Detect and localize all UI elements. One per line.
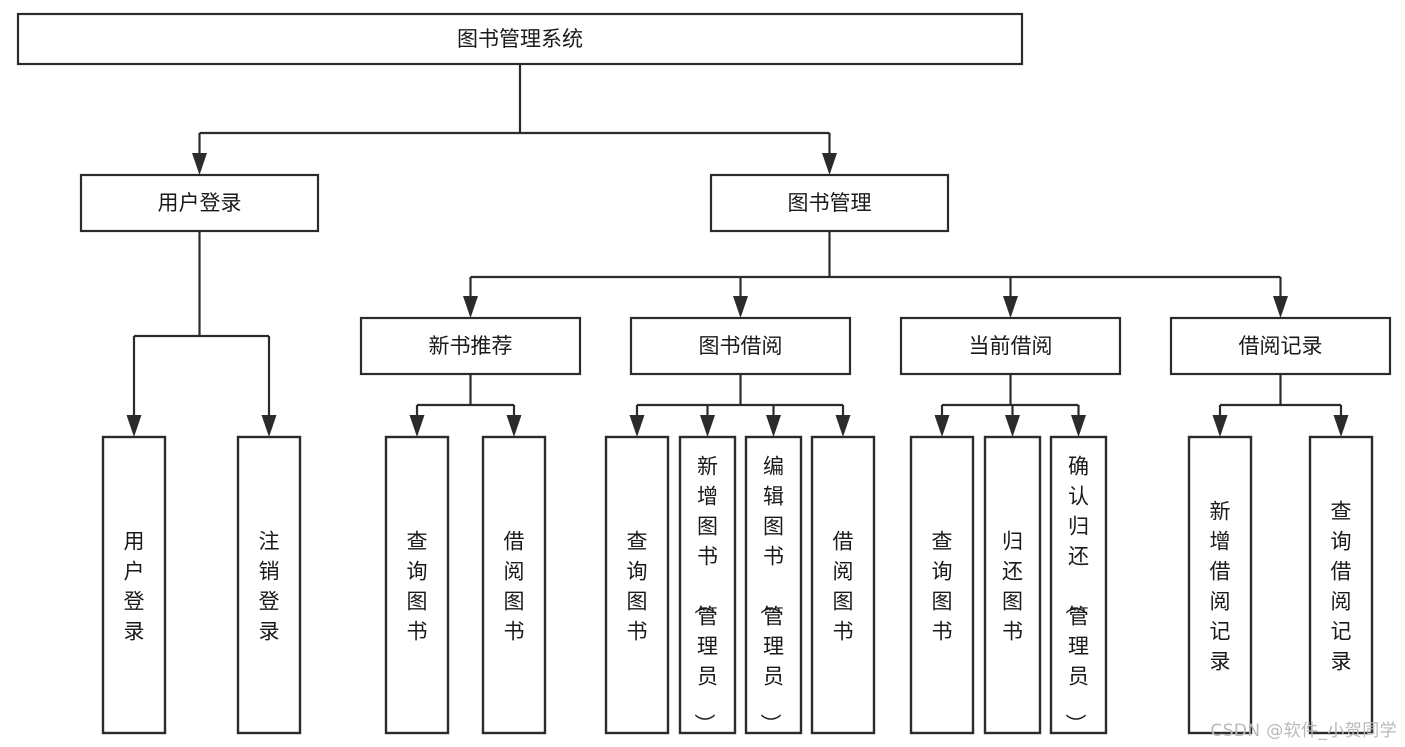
leaf-node-1-box[interactable] <box>236 435 302 735</box>
connector-lines <box>126 64 1349 437</box>
level2-node-2-box[interactable] <box>899 316 1122 376</box>
node-boxes: 图书管理系统用户登录图书管理新书推荐图书借阅当前借阅借阅记录用户登录注销登录查询… <box>16 12 1392 735</box>
leaf-node-10-box[interactable] <box>1049 435 1108 735</box>
leaf-node-5-box[interactable] <box>678 435 737 735</box>
level2-node-3-box[interactable] <box>1169 316 1392 376</box>
level1-node-0-box[interactable] <box>79 173 320 233</box>
level2-node-3-label: 借阅记录 <box>1239 334 1323 358</box>
arrow-head-icon <box>261 415 277 437</box>
arrow-head-icon <box>1071 415 1086 437</box>
arrow-head-icon <box>733 296 748 318</box>
level1-node-0-label: 用户登录 <box>158 191 242 215</box>
leaf-node-1-label: 注销登录 <box>259 529 280 643</box>
leaf-node-7-box[interactable] <box>810 435 876 735</box>
arrow-head-icon <box>1003 296 1018 318</box>
leaf-node-4-box[interactable] <box>604 435 670 735</box>
leaf-node-9-box[interactable] <box>983 435 1042 735</box>
leaf-node-2-label: 查询图书 <box>407 529 428 643</box>
level2-node-1-box[interactable] <box>629 316 852 376</box>
leaf-node-9-label: 归还图书 <box>1002 529 1023 643</box>
arrow-head-icon <box>835 415 851 437</box>
arrow-head-icon <box>192 153 207 175</box>
arrow-head-icon <box>700 415 715 437</box>
leaf-node-6-label: 编辑图书（管理员） <box>758 454 784 734</box>
level2-node-0-box[interactable] <box>359 316 582 376</box>
level1-node-1-box[interactable] <box>709 173 950 233</box>
leaf-node-0-label: 用户登录 <box>124 529 145 643</box>
leaf-node-12-box[interactable] <box>1308 435 1374 735</box>
leaf-node-3-label: 借阅图书 <box>504 529 525 643</box>
arrow-head-icon <box>409 415 425 437</box>
arrow-head-icon <box>506 415 522 437</box>
arrow-head-icon <box>629 415 645 437</box>
arrow-head-icon <box>1333 415 1349 437</box>
leaf-node-6-box[interactable] <box>744 435 803 735</box>
leaf-node-4-label: 查询图书 <box>627 529 648 643</box>
arrow-head-icon <box>463 296 478 318</box>
arrow-head-icon <box>822 153 837 175</box>
arrow-head-icon <box>1005 415 1020 437</box>
leaf-node-3-box[interactable] <box>481 435 547 735</box>
leaf-node-8-label: 查询图书 <box>932 529 953 643</box>
arrow-head-icon <box>1273 296 1288 318</box>
arrow-head-icon <box>766 415 781 437</box>
level2-node-0-label: 新书推荐 <box>429 334 513 358</box>
arrow-head-icon <box>934 415 950 437</box>
level2-node-2-label: 当前借阅 <box>969 334 1053 358</box>
leaf-node-8-box[interactable] <box>909 435 975 735</box>
leaf-node-12-label: 查询借阅记录 <box>1331 499 1352 673</box>
level2-node-1-label: 图书借阅 <box>699 334 783 358</box>
leaf-node-10-label: 确认归还（管理员） <box>1063 454 1089 734</box>
arrow-head-icon <box>1212 415 1228 437</box>
leaf-node-0-box[interactable] <box>101 435 167 735</box>
root-node-label: 图书管理系统 <box>457 27 583 51</box>
leaf-node-7-label: 借阅图书 <box>833 529 854 643</box>
leaf-node-5-label: 新增图书（管理员） <box>692 454 718 734</box>
root-node-box[interactable] <box>16 12 1024 66</box>
leaf-node-11-box[interactable] <box>1187 435 1253 735</box>
leaf-node-2-box[interactable] <box>384 435 450 735</box>
arrow-head-icon <box>126 415 142 437</box>
level1-node-1-label: 图书管理 <box>788 191 872 215</box>
leaf-node-11-label: 新增借阅记录 <box>1210 499 1231 673</box>
